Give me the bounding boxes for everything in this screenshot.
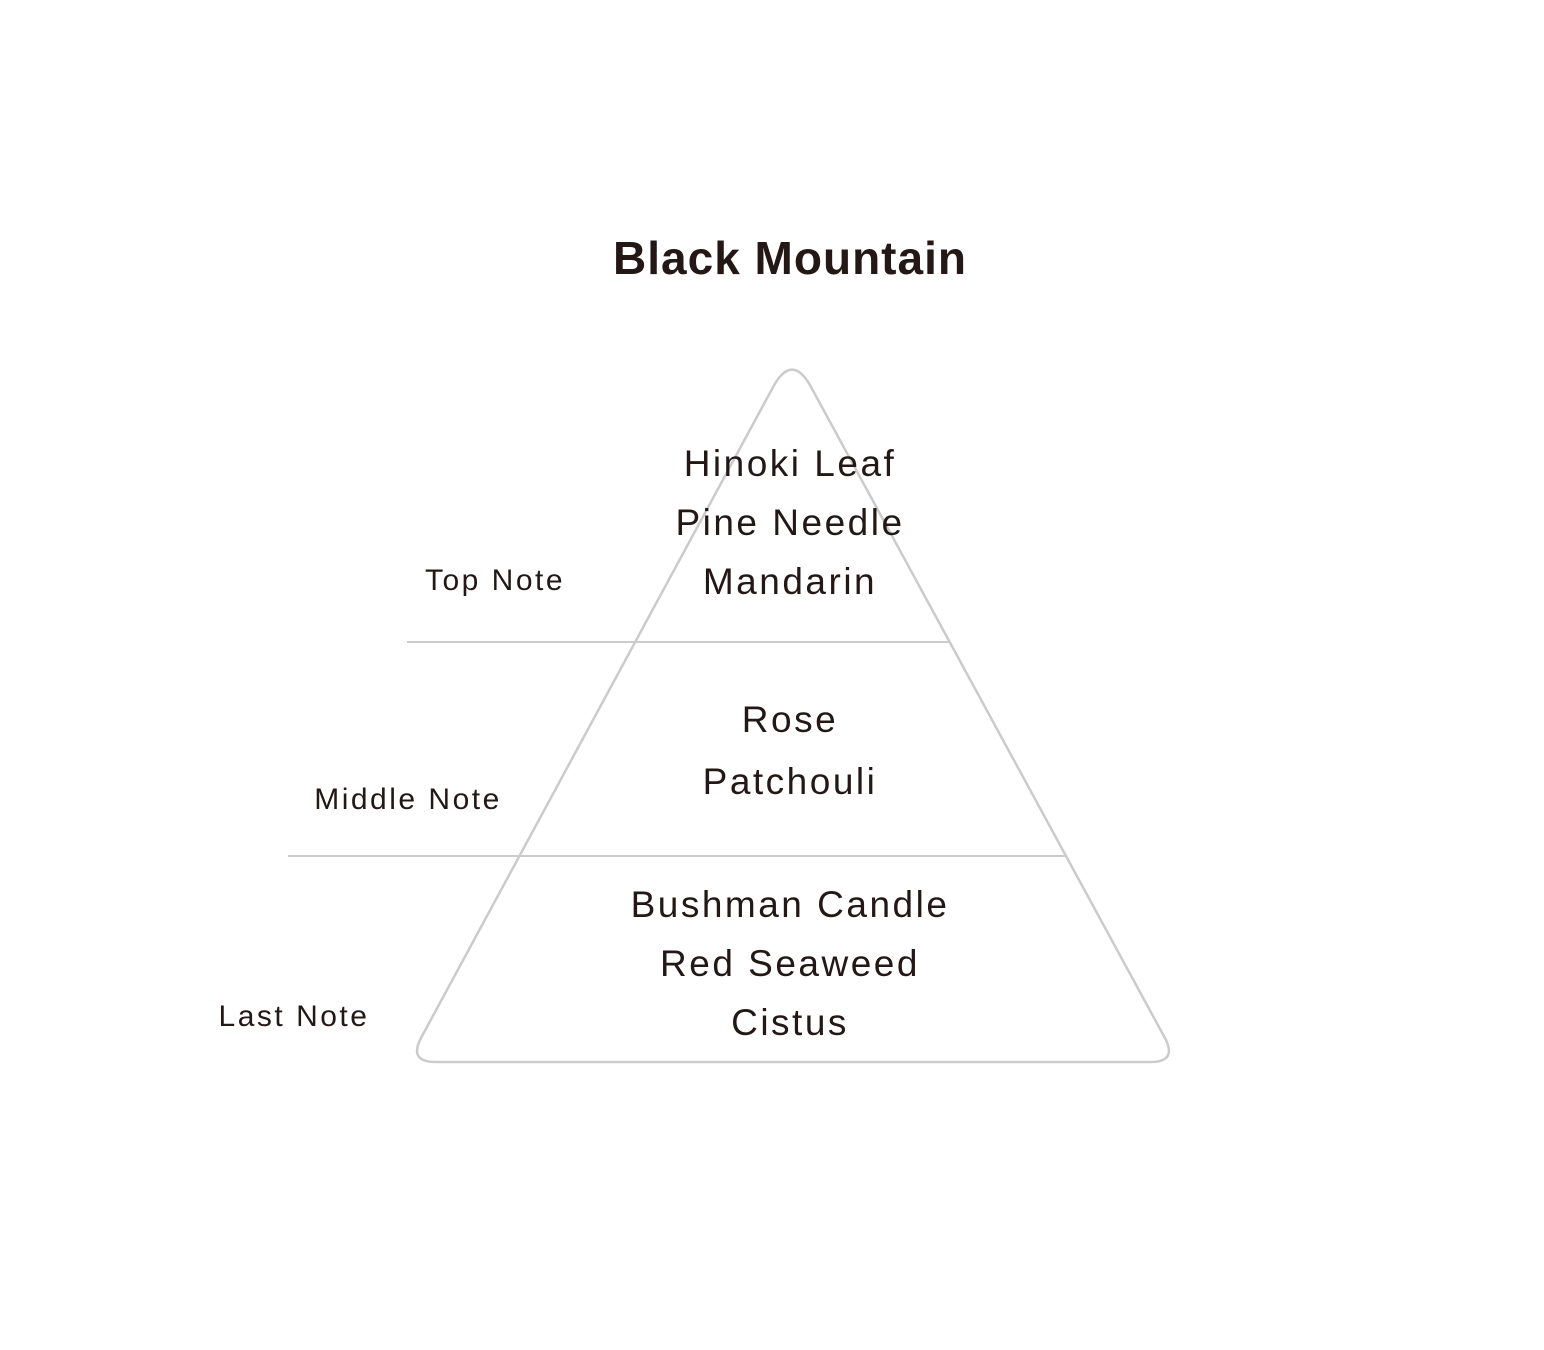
pyramid-triangle-outline: [415, 368, 1171, 1064]
top-note-label: Top Note: [424, 564, 566, 597]
note-item: Hinoki Leaf: [683, 443, 897, 484]
middle-notes-group: Rose Patchouli: [703, 689, 878, 813]
top-notes-group: Hinoki Leaf Pine Needle Mandarin: [675, 434, 904, 611]
page-title: Black Mountain: [613, 232, 967, 284]
middle-note-label: Middle Note: [314, 783, 502, 816]
last-notes-group: Bushman Candle Red Seaweed Cistus: [631, 875, 950, 1052]
last-note-label: Last Note: [218, 1000, 370, 1033]
note-item: Pine Needle: [675, 502, 905, 543]
note-item: Rose: [741, 699, 839, 740]
note-item: Patchouli: [702, 761, 878, 802]
note-item: Mandarin: [702, 561, 878, 602]
note-item: Cistus: [731, 1002, 849, 1043]
note-item: Bushman Candle: [630, 884, 950, 925]
note-item: Red Seaweed: [660, 943, 920, 984]
